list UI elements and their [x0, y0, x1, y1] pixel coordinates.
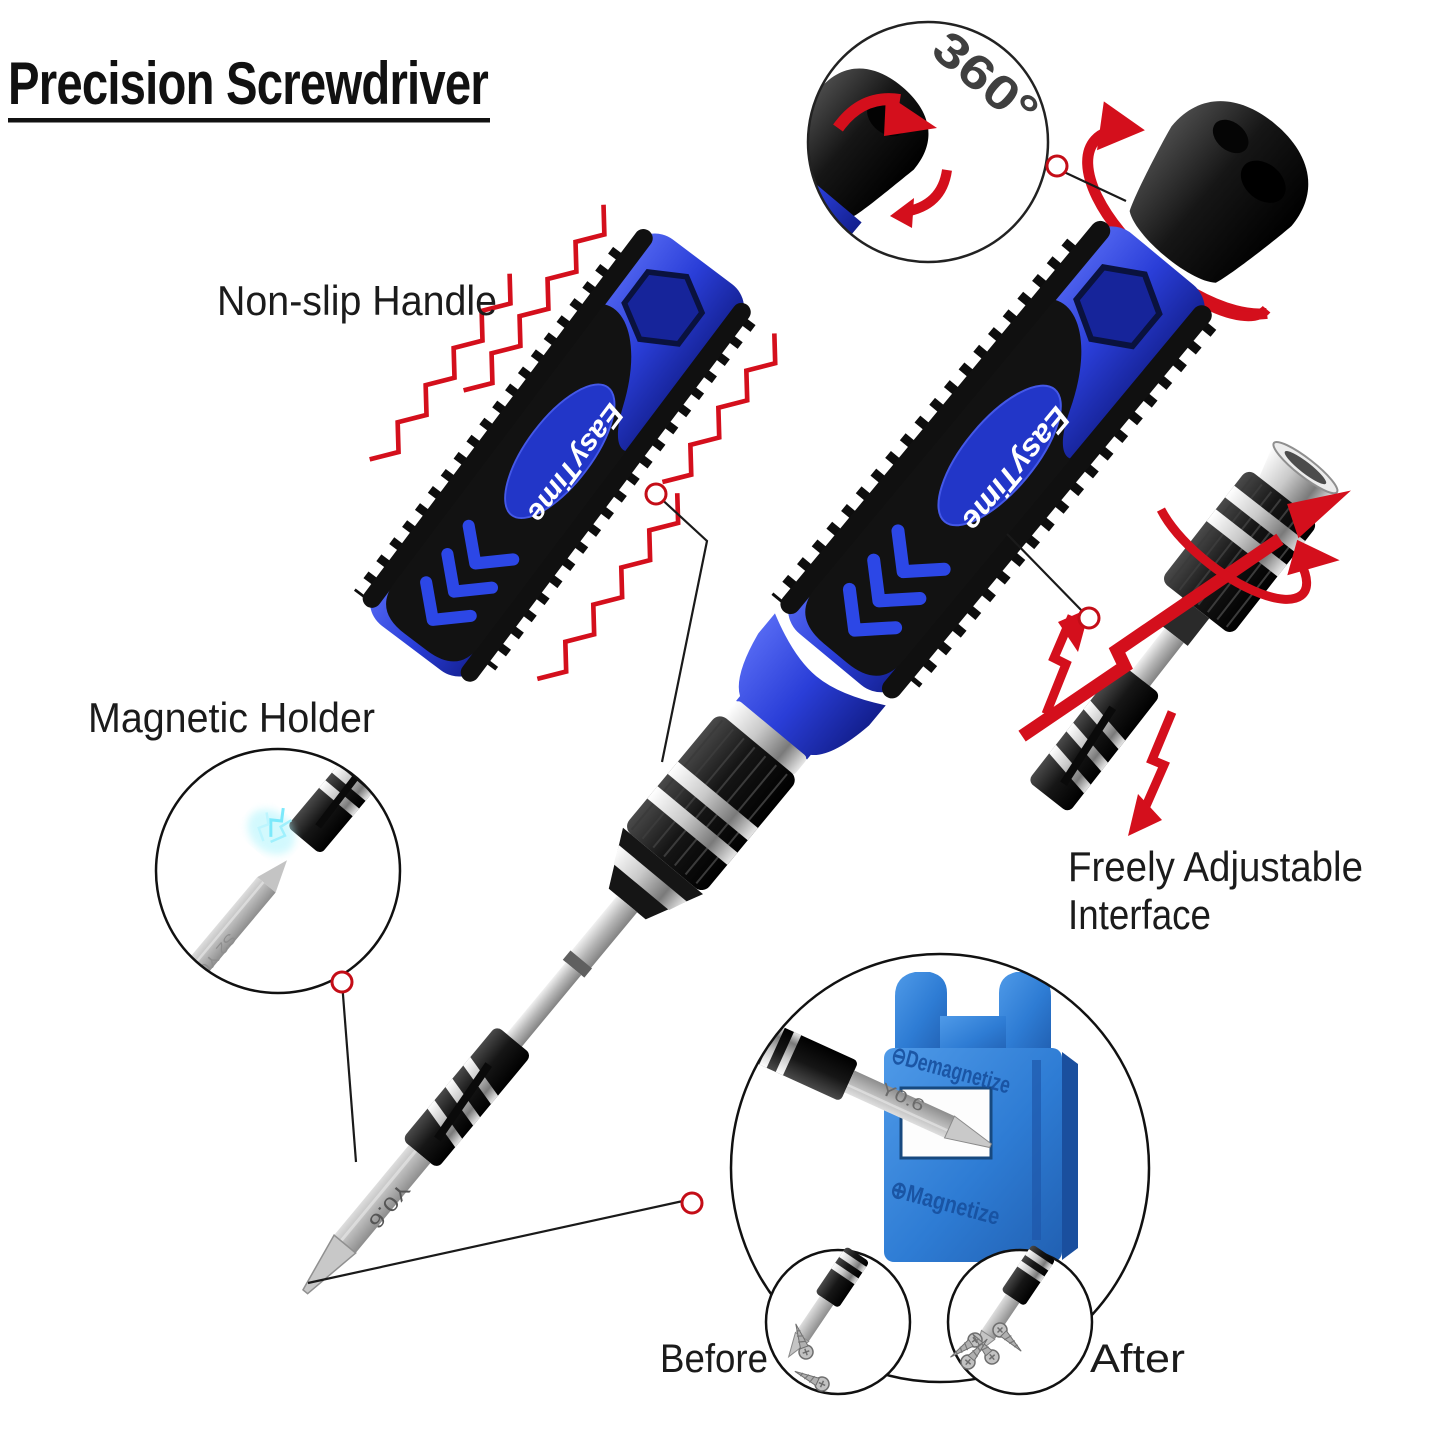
collet-chrome-band: [667, 761, 758, 841]
magnetic-spark: [247, 807, 295, 855]
holder-stripe-gap: [434, 1062, 493, 1142]
label-adjustable-line1: Freely Adjustable: [1068, 843, 1363, 890]
insert-arrow: [1018, 490, 1351, 742]
magnetizer-circle-border: [729, 952, 1151, 1384]
vibration-zigzag: [536, 493, 681, 682]
adjustable-interface-detail: [1018, 440, 1351, 811]
handle-bell: [736, 613, 886, 760]
screwdriver-cap: [1129, 101, 1309, 283]
circle-360-border: [806, 20, 1050, 264]
callout-marker: [1045, 154, 1069, 178]
callout-markers: [330, 154, 1101, 1215]
label-magnetic-holder: Magnetic Holder: [88, 694, 375, 741]
callout-line-nonslip: [655, 493, 709, 763]
interface-socket-hole: [1284, 451, 1327, 485]
vibration-zigzag: [463, 204, 607, 393]
after-circle: [945, 1243, 1094, 1396]
collet-chrome-band: [647, 786, 738, 865]
vibration-zigzag: [369, 273, 513, 462]
label-adjustable-line2: Interface: [1068, 891, 1211, 938]
label-non-slip-handle: Non-slip Handle: [217, 277, 497, 324]
cap-hole-large: [1240, 160, 1286, 203]
callout-marker: [330, 970, 354, 994]
main-handle: [769, 208, 1224, 710]
bit-tip: [302, 1233, 357, 1295]
nonslip-handle-detail: [294, 204, 778, 730]
cap-hole-small: [1212, 119, 1249, 154]
chrome-ring: [724, 701, 807, 775]
label-before: Before: [660, 1337, 768, 1381]
vibration-zigzags: [369, 204, 778, 682]
callout-line-magnetizer: [307, 1199, 684, 1285]
shaft-upper: [568, 895, 638, 971]
title-underline: [8, 118, 490, 123]
magnetizer-side: [1062, 1052, 1078, 1260]
callout-line-adjustable: [1006, 533, 1085, 614]
bit-detail-tip: [257, 860, 287, 893]
magnetic-circle-border: [154, 747, 402, 995]
mini-cap-rotation-arrow: [833, 93, 952, 228]
before-circle: [764, 1245, 912, 1396]
bit-facet-highlight: [339, 1149, 417, 1242]
callout-lines: [307, 171, 1127, 1285]
cone-chrome-band: [613, 845, 687, 911]
callout-marker: [644, 482, 668, 506]
callout-line-magnetic: [340, 981, 358, 1163]
label-after: After: [1090, 1337, 1185, 1381]
page-title: Precision Screwdriver: [8, 50, 489, 117]
detail-circle-360: 360°: [806, 20, 1050, 264]
callout-line-360: [1063, 171, 1127, 202]
shaft-joint: [562, 950, 593, 978]
shaft-lower: [506, 962, 582, 1047]
magnetizer-content: ⊖Demagnetize ⊕Magnetize Y0.6: [741, 972, 1078, 1262]
main-screwdriver: Y0.6: [302, 101, 1309, 1295]
magnetic-holder-circle: S2 Y0.6: [154, 747, 402, 995]
driver-bit: [334, 1145, 431, 1254]
callout-marker: [680, 1191, 704, 1215]
callout-marker: [1077, 606, 1101, 630]
magnetizer-block: ⊖Demagnetize ⊕Magnetize: [884, 972, 1078, 1262]
rotation-ellipse-arrow: [1156, 507, 1340, 604]
retract-arrow: [1128, 710, 1177, 836]
extension-shaft: [1130, 628, 1184, 687]
vibration-zigzag: [661, 333, 778, 485]
